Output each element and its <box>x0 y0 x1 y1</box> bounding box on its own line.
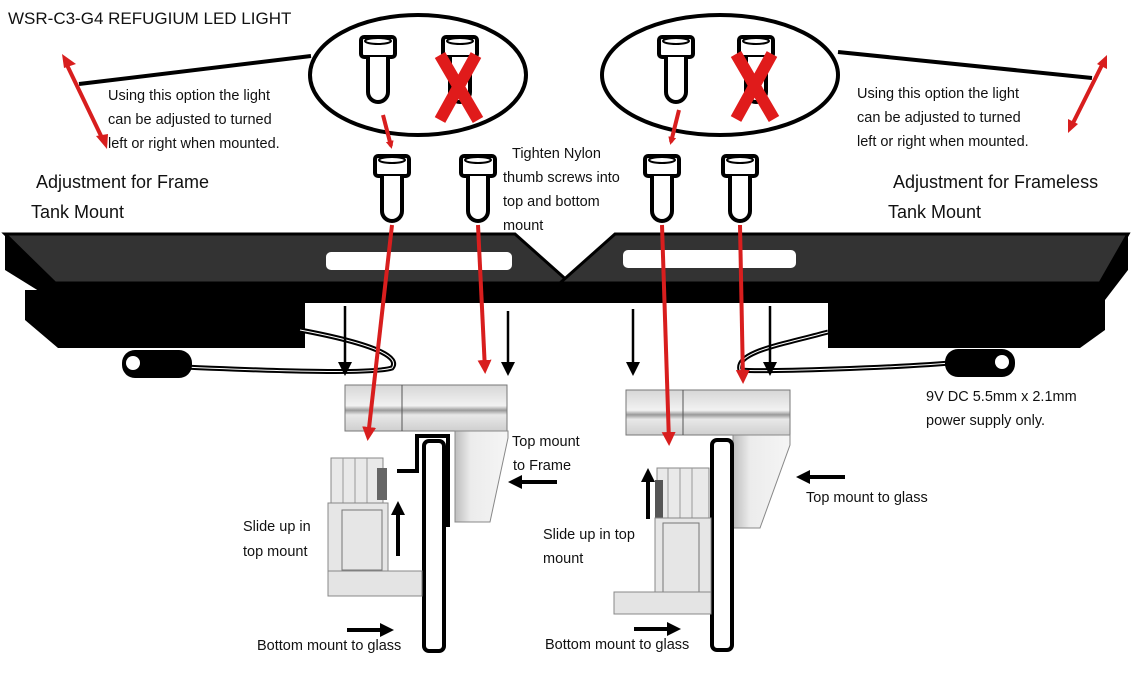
thumb-screw-icon <box>721 154 759 223</box>
thumb-screw-icon <box>459 154 497 223</box>
light-window <box>623 250 796 268</box>
right-top-mount-label: Top mount to glass <box>806 490 928 506</box>
install-arrows-red <box>362 224 750 446</box>
thumb-screw-icon <box>373 154 411 223</box>
note-line: thumb screws into <box>503 170 620 186</box>
right-bottom-mount-label: Bottom mount to glass <box>545 637 690 653</box>
label-line: Slide up in top <box>543 527 635 543</box>
bottom-mount <box>656 467 710 519</box>
thumb-screw-icon <box>657 35 695 104</box>
diagram-title: WSR-C3-G4 REFUGIUM LED LIGHT <box>8 9 292 28</box>
note-line: can be adjusted to turned <box>108 112 272 128</box>
double-arrow-icon <box>62 54 108 149</box>
note-line: Using this option the light <box>108 88 271 104</box>
left-bottom-mount-label: Bottom mount to glass <box>257 638 402 654</box>
label-line: mount <box>543 551 584 567</box>
note-line: mount <box>503 218 544 234</box>
note-line: top and bottom <box>503 194 600 210</box>
left-mount-assembly <box>327 384 509 653</box>
heading-line: Adjustment for Frame <box>36 172 210 192</box>
tank-glass <box>422 439 446 653</box>
top-mount <box>625 389 791 436</box>
light-window <box>326 252 512 270</box>
tank-frame <box>397 434 450 527</box>
rejected-x-icon <box>730 50 780 123</box>
heading-line: Tank Mount <box>888 202 982 222</box>
tank-glass <box>710 438 734 652</box>
right-mount-assembly <box>613 389 791 652</box>
top-bracket <box>454 430 509 523</box>
note-line: power supply only. <box>926 413 1046 429</box>
label-line: Slide up in <box>243 519 311 535</box>
double-arrow-icon <box>1068 55 1107 133</box>
note-line: 9V DC 5.5mm x 2.1mm <box>926 389 1077 405</box>
note-line: left or right when mounted. <box>108 136 280 152</box>
note-line: can be adjusted to turned <box>857 110 1021 126</box>
top-bracket <box>732 434 791 529</box>
label-line: to Frame <box>513 458 572 474</box>
note-line: Using this option the light <box>857 86 1020 102</box>
direction-arrows-black <box>338 306 845 637</box>
label-line: top mount <box>243 544 308 560</box>
right-option-bubble <box>600 13 1107 145</box>
dc-plug-icon <box>122 350 192 378</box>
right-led-light <box>556 232 1131 377</box>
note-line: Tighten Nylon <box>512 146 601 162</box>
dc-plug-icon <box>945 349 1015 377</box>
left-option-bubble <box>62 13 528 149</box>
heading-line: Tank Mount <box>31 202 125 222</box>
label-line: Top mount <box>512 434 580 450</box>
rejected-x-icon <box>434 51 484 124</box>
bottom-mount <box>330 457 384 504</box>
thumb-screw-icon <box>643 154 681 223</box>
heading-line: Adjustment for Frameless <box>893 172 1099 192</box>
note-line: left or right when mounted. <box>857 134 1029 150</box>
thumb-screw-icon <box>359 35 397 104</box>
